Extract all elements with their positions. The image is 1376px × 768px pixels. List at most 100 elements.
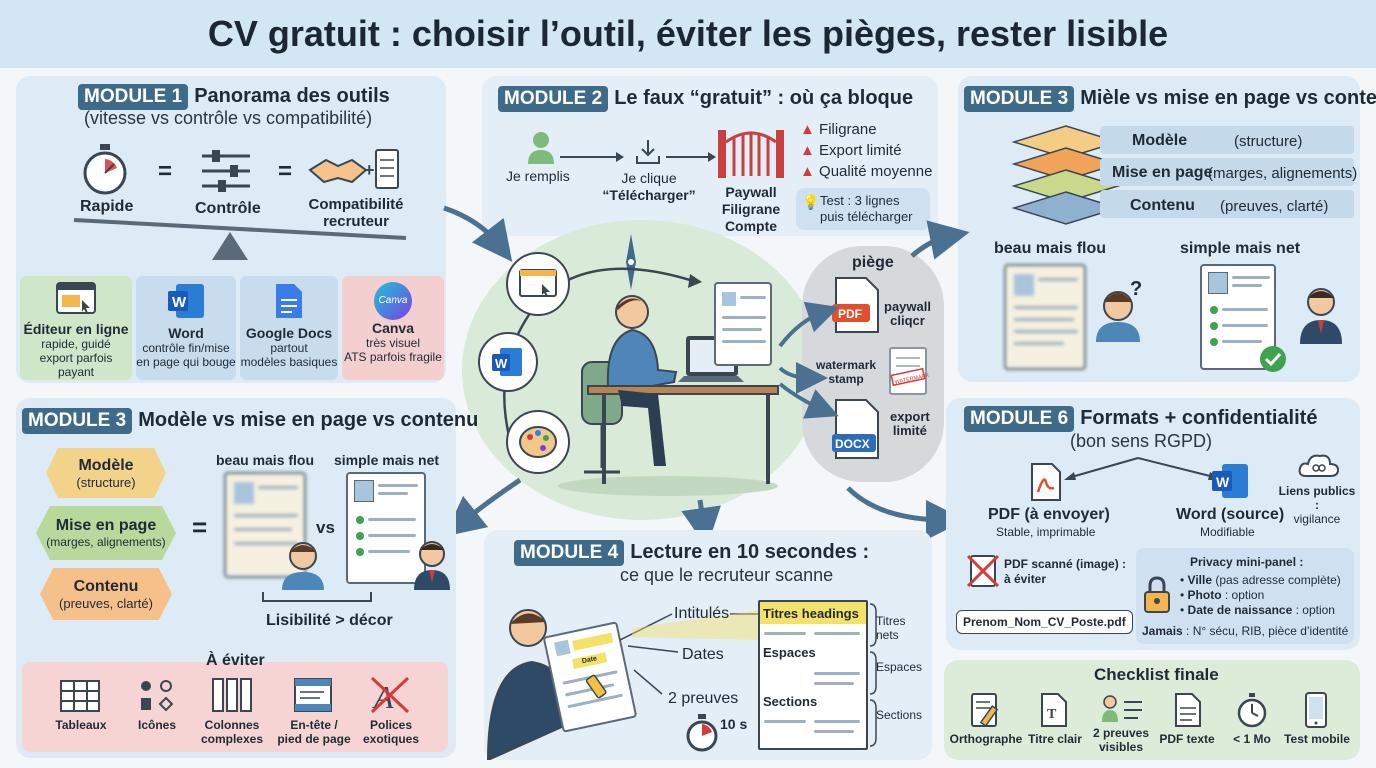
cloud-link-icon <box>1298 452 1340 485</box>
risk-list: ▲ Filigrane ▲ Export limité ▲ Qualité mo… <box>800 121 933 180</box>
crossed-document-icon <box>966 554 1000 593</box>
checklist-title: Checklist finale <box>1094 665 1219 684</box>
module-1-subtitle: (vitesse vs contrôle vs compatibilité) <box>84 108 373 128</box>
paywall-label: Paywall Filigrane Compte <box>721 184 781 234</box>
handshake-document-icon: + <box>308 148 400 197</box>
filename-tag: Prenom_Nom_CV_Poste.pdf <box>956 610 1133 634</box>
check-1-mo: < 1 Mo <box>1233 732 1271 746</box>
simple-mais-net-label: simple mais net <box>1180 240 1301 257</box>
circle-word-icon: W <box>478 332 538 392</box>
header-footer-icon <box>294 678 332 717</box>
section-sections: Sections <box>763 694 818 709</box>
checklist-panel <box>944 660 1360 760</box>
check-circle-icon <box>1258 344 1288 379</box>
check-2-preuves: 2 preuves visibles <box>1092 726 1150 754</box>
beau-mais-flou-label: beau mais flou <box>994 240 1107 257</box>
beau-mais-flou-label-2: beau mais flou <box>216 452 315 468</box>
module-6-subtitle: (bon sens RGPD) <box>1070 431 1213 451</box>
jamais-line: Jamais : N° sécu, RIB, pièce d’identité <box>1142 624 1349 638</box>
check-test-mobile: Test mobile <box>1284 732 1350 746</box>
icons-icon <box>136 678 176 719</box>
tool-card-canva[interactable]: Canva Canva très visuel ATS parfois frag… <box>342 276 444 380</box>
stamped-document-icon: WATERMARK <box>886 346 930 401</box>
hex-modele: Modèle (structure) <box>46 448 166 498</box>
svg-text:W: W <box>495 356 508 371</box>
canva-logo: Canva <box>374 282 412 320</box>
lightbulb-icon: 💡 <box>802 194 820 210</box>
avoid-entete: En-tête / pied de page <box>277 718 351 746</box>
module-2-badge: MODULE 2 <box>498 86 609 112</box>
center-cv-document <box>714 282 772 366</box>
svg-text:W: W <box>1216 474 1230 490</box>
mobile-phone-icon <box>1304 692 1328 733</box>
headings-panel <box>758 600 868 750</box>
check-pdf-texte: PDF texte <box>1159 732 1215 746</box>
privacy-mini-panel <box>1136 548 1354 644</box>
padlock-icon <box>1142 576 1172 619</box>
page-title: CV gratuit : choisir l’outil, éviter les… <box>0 0 1376 68</box>
svg-text:W: W <box>172 294 187 311</box>
layer-band-1 <box>1100 126 1354 154</box>
layer-contenu-key: Contenu <box>1130 197 1195 214</box>
person-icon <box>526 130 556 169</box>
module-2-title: Le faux “gratuit” : où ça bloque <box>614 87 914 109</box>
word-source-label: Word (source) <box>1176 506 1285 523</box>
browser-window-icon <box>56 282 96 321</box>
word-icon: W <box>166 282 206 325</box>
double-arrow <box>1058 454 1228 489</box>
spellcheck-icon <box>970 692 1002 733</box>
tool-card-word[interactable]: W Word contrôle fin/mise en page qui bou… <box>136 276 236 380</box>
warning-icon: ▲ <box>800 163 815 180</box>
question-mark: ? <box>1130 278 1143 300</box>
vs-label: vs <box>316 518 335 537</box>
google-docs-icon <box>274 282 304 325</box>
module-3-top-title: Mièle vs mise en page vs contenu <box>1080 87 1376 109</box>
section-titres-headings: Titres headings <box>763 606 859 621</box>
layer-modele-key: Modèle <box>1132 132 1188 149</box>
side-sections: Sections <box>876 708 923 722</box>
module-6-title: Formats + confidentialité <box>1080 407 1318 429</box>
doc-date-tag: Date <box>571 652 608 670</box>
avoid-icones: Icônes <box>137 718 176 732</box>
scan-label-lines <box>619 600 760 715</box>
controle-label: Contrôle <box>195 200 261 217</box>
module-3-badge: MODULE 3 <box>22 408 133 434</box>
pdf-send-label: PDF (à envoyer) <box>988 506 1110 523</box>
je-clique-label: Je clique “Télécharger” <box>602 170 696 203</box>
equals-sign-2: = <box>278 158 293 185</box>
watermark-stamp-label: watermark stamp <box>816 358 877 386</box>
arrow-right-icon <box>666 150 716 169</box>
check-orthographe: Orthographe <box>949 732 1023 746</box>
module-4-title: Lecture en 10 secondes : <box>630 541 870 563</box>
hex-contenu: Contenu (preuves, clarté) <box>40 568 172 620</box>
word-source-icon: W <box>1210 462 1250 507</box>
tool-card-google-docs[interactable]: Google Docs partout modèles basiques <box>240 276 338 380</box>
rapide-label: Rapide <box>80 198 134 215</box>
arrow-right-icon <box>560 150 624 169</box>
export-limite-label: export limité <box>890 409 930 438</box>
side-titres-nets: Titres nets <box>876 614 906 642</box>
svg-text:PDF: PDF <box>838 307 862 321</box>
module-4-subtitle: ce que le recruteur scanne <box>620 565 834 585</box>
compatibilite-label: Compatibilité recruteur <box>308 196 404 230</box>
tool-card-editeur[interactable]: Éditeur en ligne rapide, guidé export pa… <box>20 276 132 380</box>
avoid-tableaux: Tableaux <box>55 718 107 732</box>
side-espaces: Espaces <box>876 660 923 674</box>
layer-band-3 <box>1100 190 1354 218</box>
test-tip-text: Test : 3 lignes puis télécharger <box>820 193 913 224</box>
timer-label: 10 s <box>720 716 748 732</box>
docx-file-icon: DOCX <box>832 398 882 465</box>
module-4-badge: MODULE 4 <box>514 540 625 566</box>
timer-icon <box>684 712 720 757</box>
label-2-preuves: 2 preuves <box>668 690 739 707</box>
svg-text:T: T <box>1047 707 1057 722</box>
balance-scale-icon <box>70 212 410 269</box>
hex-mise-en-page: Mise en page (marges, alignements) <box>36 506 176 560</box>
test-tip-box <box>796 188 930 230</box>
module-1-title: Panorama des outils <box>194 85 390 107</box>
privacy-list: • Ville (pas adresse complète) • Photo :… <box>1180 573 1341 617</box>
